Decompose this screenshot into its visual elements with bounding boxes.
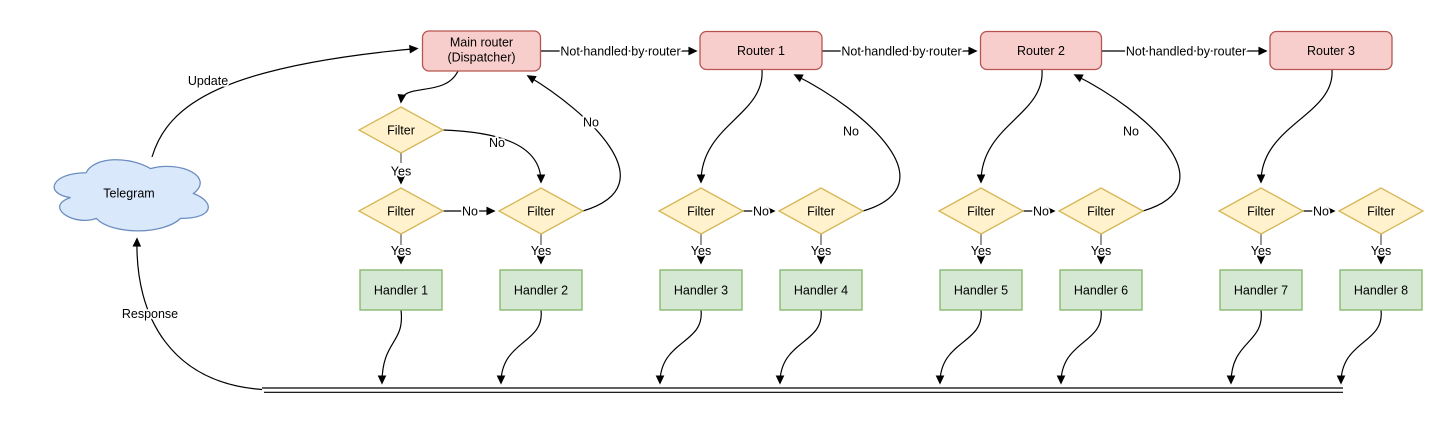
no-label-r1-horizontal: No (753, 205, 769, 219)
handler5-node (939, 269, 1023, 311)
response-edge (132, 237, 263, 391)
handler5-label: Handler 5 (954, 284, 1008, 298)
node-labels: Telegram Main router (Dispatcher) Router… (103, 36, 1408, 298)
yes-label-a: Yes (391, 165, 411, 179)
handler7-to-bus (1226, 309, 1262, 385)
yes-label-1: Yes (391, 244, 411, 258)
handler6-node (1059, 269, 1143, 311)
yes-label-7: Yes (1251, 244, 1271, 258)
yes-label-6: Yes (1091, 244, 1111, 258)
handler8-label: Handler 8 (1354, 284, 1408, 298)
no-return-r1 (793, 74, 901, 212)
filter-node-7 (1217, 187, 1305, 235)
handler6-to-bus (1056, 309, 1102, 385)
filter-label: Filter (387, 124, 415, 138)
filter-node-1 (357, 187, 445, 235)
filter-label: Filter (1247, 205, 1275, 219)
main-router-node (421, 30, 542, 72)
yes-label-5: Yes (971, 244, 991, 258)
handler7-label: Handler 7 (1234, 284, 1288, 298)
filter-label: Filter (1087, 205, 1115, 219)
handler4-node (779, 269, 863, 311)
filter-node-8 (1337, 187, 1425, 235)
main-router-label-line2: (Dispatcher) (447, 51, 515, 65)
no-return-main (526, 75, 621, 212)
filter-node-3 (657, 187, 745, 235)
router2-to-filter-edge (976, 69, 1043, 184)
main-router-label-line1: Main router (450, 36, 513, 50)
response-label: Response (122, 307, 178, 321)
no-label-filterA: No (489, 136, 505, 150)
edges (132, 44, 1386, 393)
no-label-return-r1: No (843, 125, 859, 139)
filter-label: Filter (807, 205, 835, 219)
no-label-r3-horizontal: No (1313, 205, 1329, 219)
handler3-node (659, 269, 743, 311)
no-return-r2 (1073, 74, 1181, 212)
filter-label: Filter (1367, 205, 1395, 219)
update-edge (151, 44, 419, 158)
handler6-label: Handler 6 (1074, 284, 1128, 298)
handler1-node (359, 269, 443, 311)
not-handled-label-2: Not handled by router (841, 45, 961, 59)
handler2-label: Handler 2 (514, 284, 568, 298)
handler3-to-bus (655, 309, 702, 385)
handler3-label: Handler 3 (674, 284, 728, 298)
edge-label-texts: Update Response Not handled by router No… (120, 43, 1393, 323)
filter-node-5 (937, 187, 1025, 235)
filter-node-6 (1057, 187, 1145, 235)
yes-label-3: Yes (691, 244, 711, 258)
handler8-to-bus (1336, 309, 1382, 385)
handler1-label: Handler 1 (374, 284, 428, 298)
filter-label: Filter (527, 205, 555, 219)
yes-label-8: Yes (1371, 244, 1391, 258)
handler2-to-bus (496, 309, 542, 385)
filter-node-4 (777, 187, 865, 235)
no-label-r2-horizontal: No (1033, 205, 1049, 219)
no-label-return-r2: No (1123, 125, 1139, 139)
filter-label: Filter (967, 205, 995, 219)
router3-to-filter-edge (1256, 69, 1333, 184)
router1-node (699, 30, 823, 71)
dispatcher-to-filter-edge (397, 70, 459, 104)
nodes (53, 30, 1425, 311)
handler1-to-bus (377, 309, 403, 385)
filter-node-2 (497, 187, 585, 235)
handler4-to-bus (775, 309, 822, 385)
router1-label: Router 1 (737, 44, 785, 58)
handler4-label: Handler 4 (794, 284, 848, 298)
filter-label: Filter (387, 205, 415, 219)
handler5-to-bus (935, 309, 982, 385)
no-label-return-main: No (583, 116, 599, 130)
router2-label: Router 2 (1017, 44, 1065, 58)
handler8-node (1339, 269, 1423, 311)
not-handled-label-1: Not handled by router (560, 45, 680, 59)
filterA-no-edge (442, 129, 546, 184)
router3-label: Router 3 (1307, 44, 1355, 58)
handler7-node (1219, 269, 1303, 311)
telegram-label: Telegram (103, 187, 154, 201)
no-label-main-horizontal: No (462, 205, 478, 219)
filter-label: Filter (687, 205, 715, 219)
router3-node (1269, 30, 1393, 71)
filter-node-a (357, 106, 445, 154)
not-handled-label-3: Not handled by router (1126, 45, 1246, 59)
update-label: Update (188, 74, 228, 88)
router2-node (979, 30, 1103, 71)
yes-label-2: Yes (531, 244, 551, 258)
yes-label-4: Yes (811, 244, 831, 258)
router1-to-filter-edge (696, 69, 763, 184)
telegram-cloud (53, 159, 209, 232)
handler2-node (499, 269, 583, 311)
